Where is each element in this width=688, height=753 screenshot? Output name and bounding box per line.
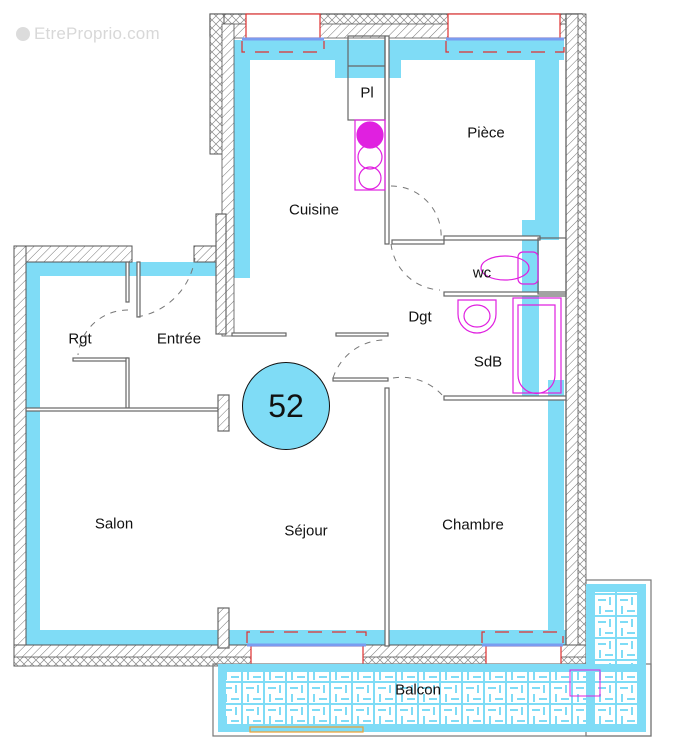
room-label-entree: Entrée (156, 330, 202, 348)
bathtub-icon (512, 297, 562, 395)
room-label-pl: Pl (360, 84, 374, 102)
toilet-icon (480, 251, 539, 285)
kitchen-sink-icon (354, 119, 386, 191)
windows (241, 13, 565, 671)
unit-number-badge: 52 (242, 362, 330, 450)
exterior-walls (13, 13, 587, 667)
room-label-wc: wc (472, 264, 492, 282)
room-label-sejour: Séjour (284, 522, 328, 540)
room-label-dgt: Dgt (408, 308, 432, 326)
room-label-piece: Pièce (467, 124, 505, 142)
washbasin-icon (457, 299, 497, 334)
room-label-salon: Salon (94, 515, 134, 533)
room-label-balcon: Balcon (395, 681, 441, 699)
balcony (212, 579, 652, 737)
door-swings (77, 185, 444, 397)
room-label-sdb: SdB (473, 353, 503, 371)
watermark: EtreProprio.com (16, 24, 160, 44)
room-label-chambre: Chambre (442, 516, 504, 534)
copyright-icon (16, 27, 30, 41)
room-label-cuisine: Cuisine (288, 201, 340, 219)
room-label-rgt: Rgt (68, 330, 92, 348)
